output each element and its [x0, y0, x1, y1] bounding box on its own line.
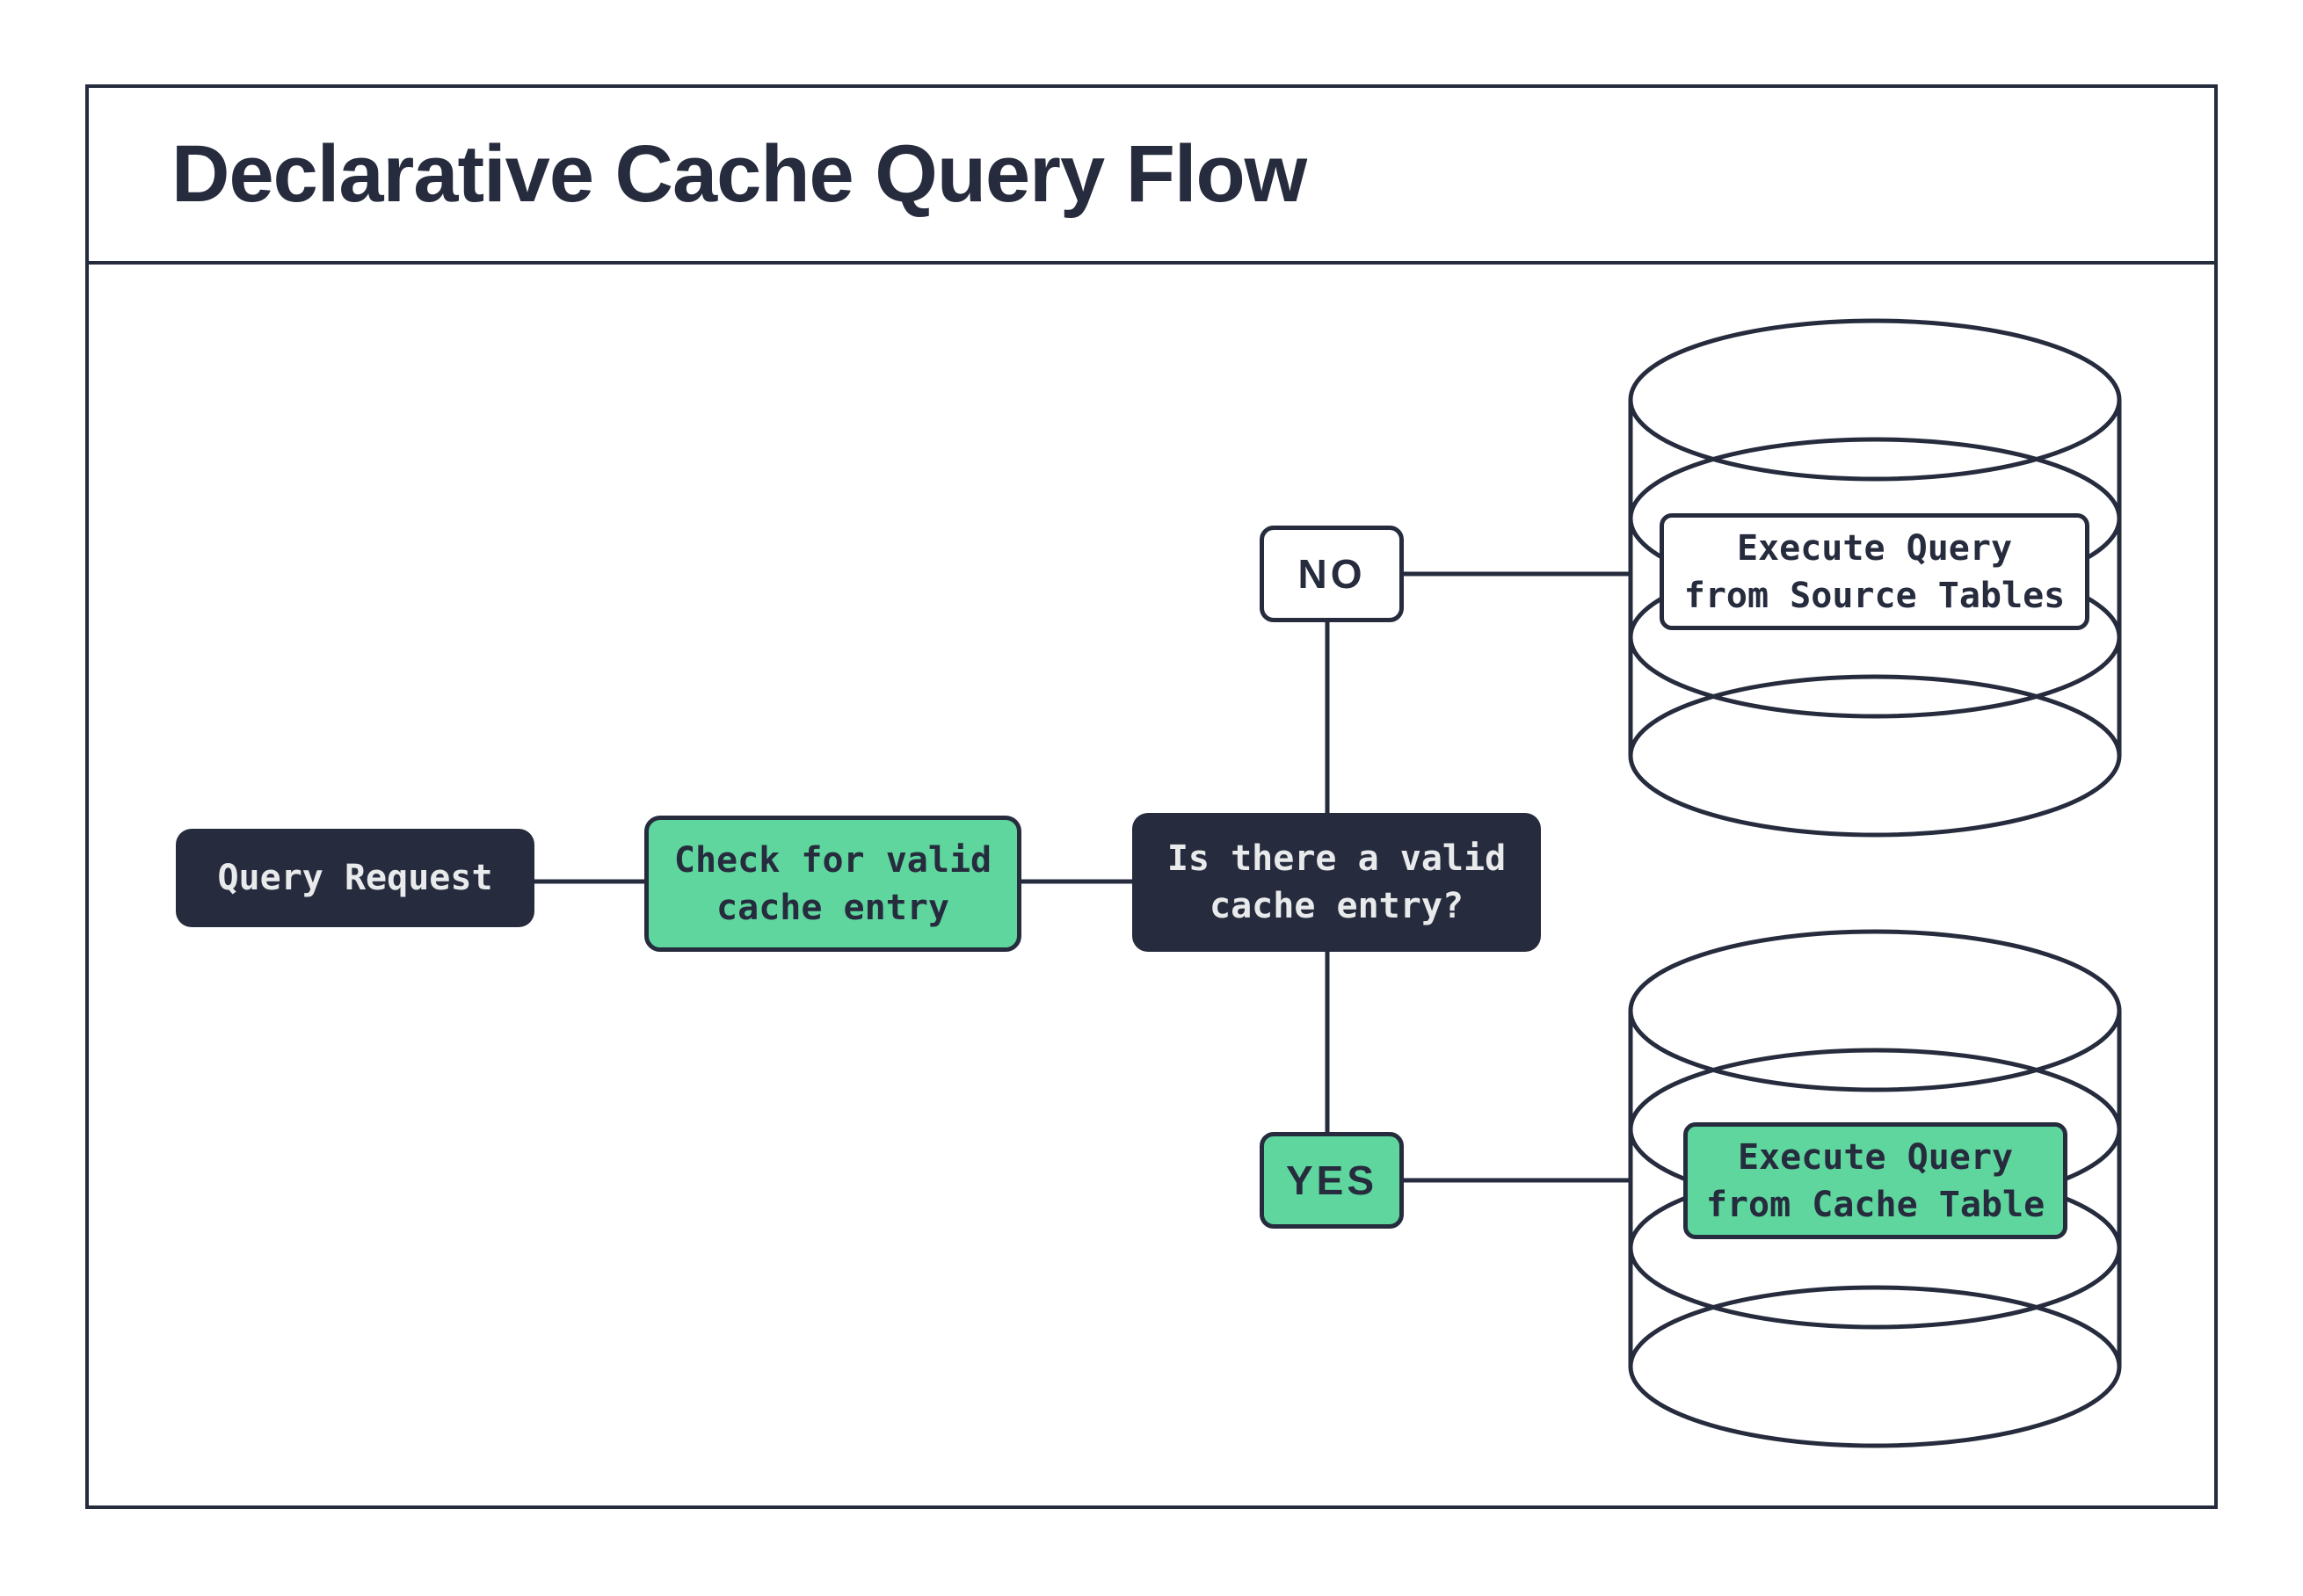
query-request-node: Query Request	[176, 829, 534, 927]
execute-source-tables-node: Execute Query from Source Tables	[1660, 513, 2089, 630]
outer-frame: Declarative Cache Query Flow	[85, 84, 2218, 1509]
page-title: Declarative Cache Query Flow	[171, 129, 1307, 219]
execute-cache-table-node: Execute Query from Cache Table	[1683, 1122, 2067, 1239]
check-cache-node: Check for valid cache entry	[644, 816, 1021, 952]
yes-branch-node: YES	[1260, 1132, 1404, 1229]
title-bar: Declarative Cache Query Flow	[89, 88, 2214, 265]
decision-node: Is there a valid cache entry?	[1132, 813, 1541, 952]
no-branch-node: NO	[1260, 526, 1404, 622]
